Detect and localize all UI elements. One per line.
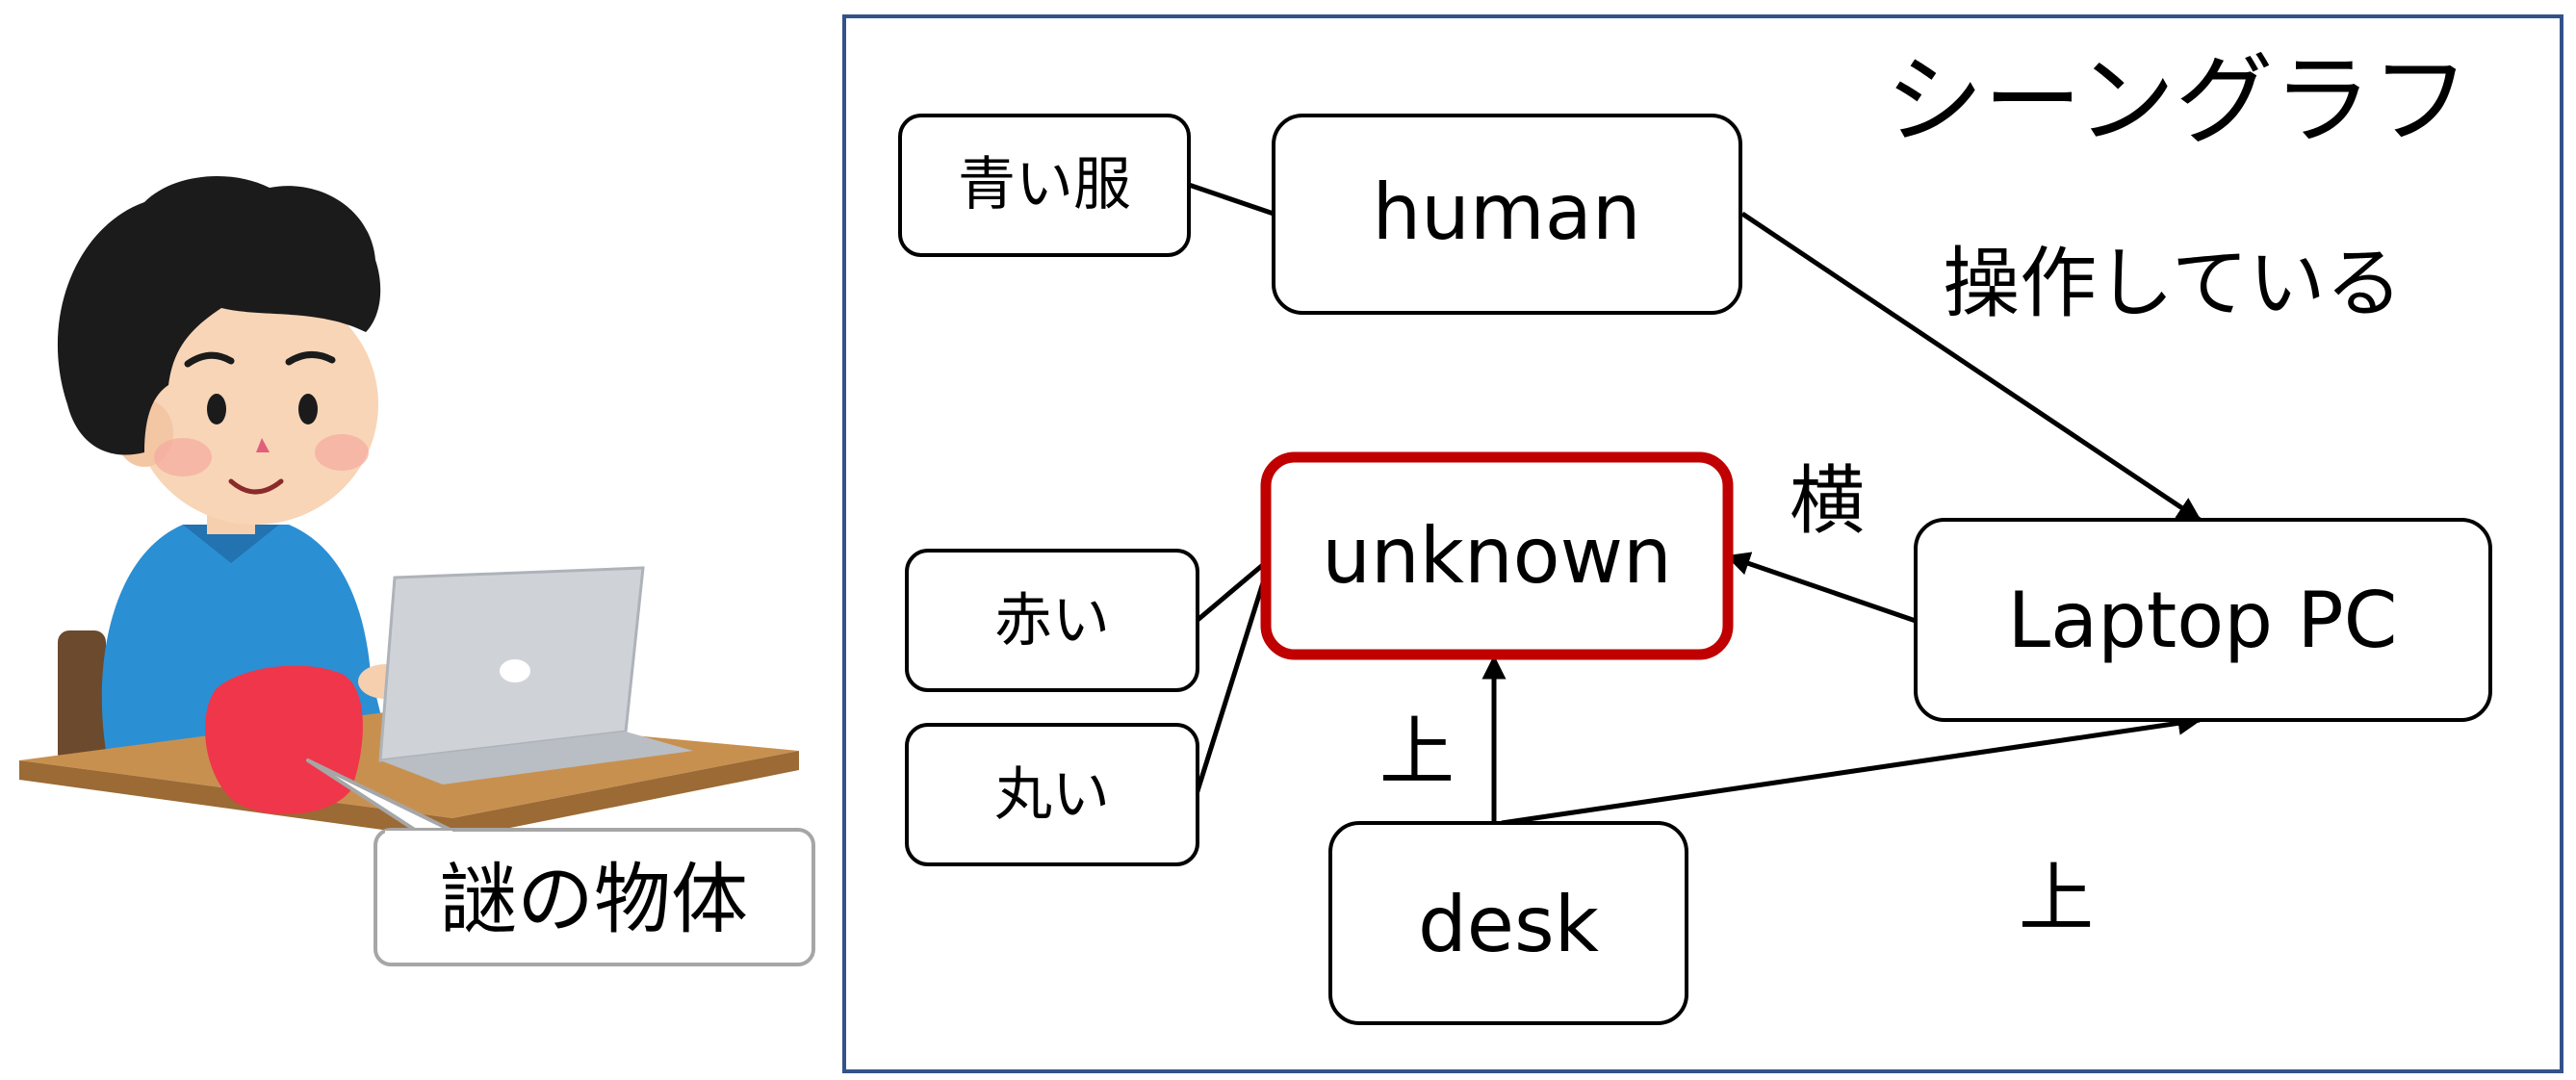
edge-akai-unknown [1195,556,1273,623]
person-cheek-right [315,434,369,471]
edge-laptop-unknown [1725,552,1917,624]
edge-human-laptop [1740,211,2202,523]
person-eyebrow-right [285,351,336,366]
person-nose [256,438,270,452]
node-aoi-fuku: 青い服 [898,114,1191,257]
person-at-laptop-illustration: 謎の物体 [19,176,815,966]
laptop-base [380,732,693,784]
node-unknown: unknown [1260,451,1734,660]
callout-label: 謎の物体 [440,855,748,944]
mysterious-red-object [205,665,363,815]
callout-box [374,828,815,966]
edge-aoifuku-human [1188,182,1275,217]
node-laptop: Laptop PC [1914,518,2492,722]
chair-back [58,630,106,765]
node-laptop-label: Laptop PC [2008,576,2398,665]
edge-marui-unknown [1194,557,1274,795]
node-marui-label: 丸い [994,761,1110,829]
person-eyebrow-left [184,351,235,368]
node-human: human [1272,114,1742,315]
edge-label-operating: 操作している [1943,239,2403,328]
person-eye-left [207,394,226,424]
node-unknown-label: unknown [1322,511,1672,601]
node-desk-label: desk [1418,880,1600,969]
person-hair [57,176,381,455]
edge-label-on-laptop: 上 [2019,856,2094,942]
person-cheek-left [154,438,212,476]
graph-title: シーングラフ [1886,44,2470,159]
scene-graph-frame [842,14,2563,1073]
node-human-label: human [1372,167,1640,257]
node-marui: 丸い [905,723,1199,866]
node-aoi-fuku-label: 青い服 [958,151,1131,219]
edge-label-on-unknown: 上 [1379,709,1455,796]
person-mouth [228,478,284,495]
edge-label-beside: 横 [1790,458,1865,545]
node-desk: desk [1328,821,1688,1025]
laptop-logo [500,659,530,682]
edge-desk-laptop [1501,710,2202,826]
node-akai-label: 赤い [994,587,1110,655]
person-eye-right [298,394,318,424]
node-akai: 赤い [905,549,1199,692]
